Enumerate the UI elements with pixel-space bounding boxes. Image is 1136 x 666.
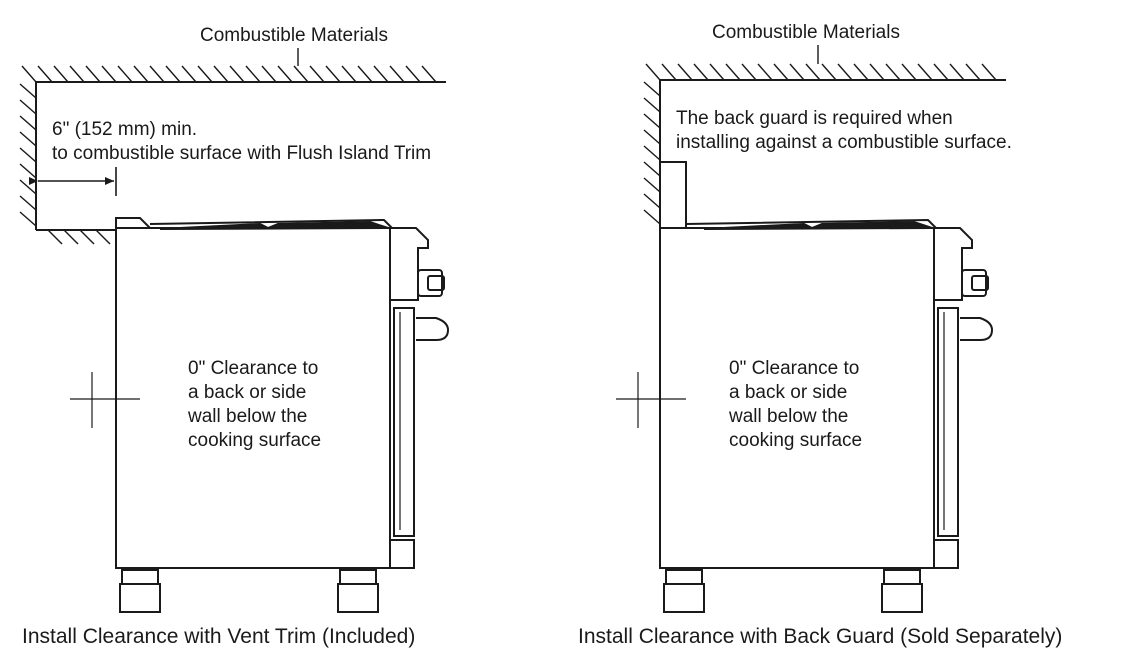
right-door [937,307,959,537]
left-foot-back [121,569,159,585]
right-door-handle [960,317,994,341]
left-foot-front-base [337,583,379,613]
left-clearance-line: a back or side [188,382,307,403]
left-panel [19,48,450,613]
left-cooktop [149,218,393,229]
left-combustible-label: Combustible Materials [200,25,388,46]
right-wall-hatch [643,81,661,225]
left-foot-front [339,569,377,585]
right-note-line1: The back guard is required when [676,108,953,129]
left-dimension-line2: to combustible surface with Flush Island… [52,143,432,164]
right-clearance-line: 0" Clearance to [729,358,860,379]
right-foot-front-base [881,583,923,613]
left-dimension-line1: 6" (152 mm) min. [52,119,198,140]
left-knob-cap [427,275,445,291]
left-knob [417,269,443,297]
left-cooktop-grates [159,220,389,230]
right-note-line2: installing against a combustible surface… [676,132,1012,153]
right-clearance-line: cooking surface [729,430,863,451]
right-cooktop-grates [703,220,933,230]
right-back-guard [659,161,687,229]
left-kick-panel [390,539,415,569]
left-front-panel [390,227,429,301]
right-foot-back [665,569,703,585]
right-kick-panel [934,539,959,569]
left-clearance-line: wall below the [188,406,308,427]
right-clearance-line: wall below the [729,406,849,427]
right-panel [616,45,1006,613]
left-door-handle [416,317,450,341]
left-ceiling-hatch [21,65,437,83]
right-combustible-label: Combustible Materials [712,22,900,43]
right-cooktop [685,218,937,229]
left-vent-trim [115,217,151,229]
left-clearance-line: 0" Clearance to [188,358,319,379]
left-door [393,307,415,537]
right-knob-cap [971,275,989,291]
left-ledge-hatch [47,229,111,245]
right-front-panel [934,227,973,301]
right-foot-back-base [663,583,705,613]
right-foot-front [883,569,921,585]
right-ceiling-hatch [645,63,997,81]
left-wall-hatch [19,83,37,227]
right-caption: Install Clearance with Back Guard (Sold … [578,625,1063,648]
left-foot-back-base [119,583,161,613]
right-clearance-line: a back or side [729,382,848,403]
right-knob [961,269,987,297]
left-caption: Install Clearance with Vent Trim (Includ… [22,625,416,648]
left-clearance-line: cooking surface [188,430,322,451]
